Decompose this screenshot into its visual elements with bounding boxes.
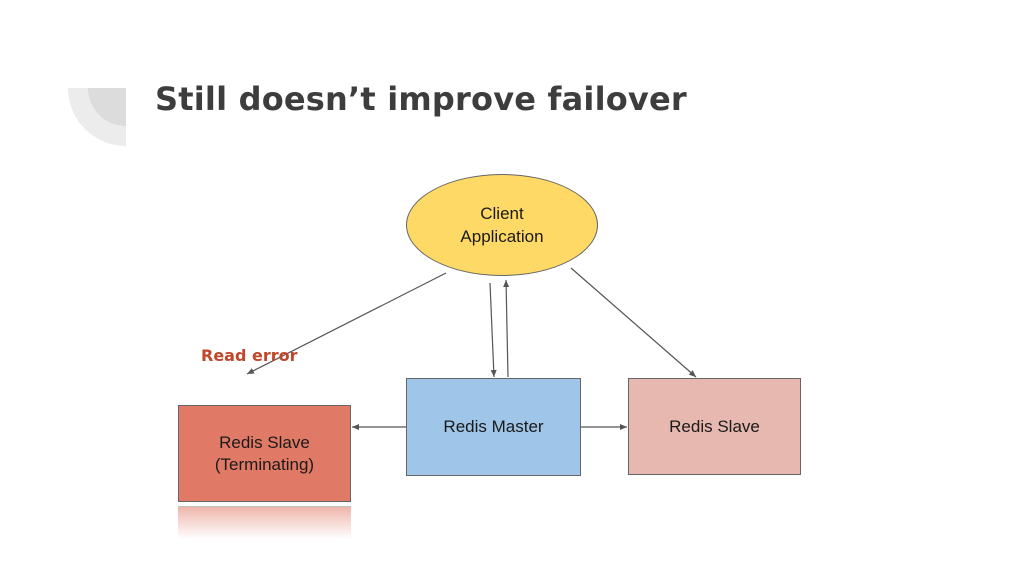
corner-decoration: [68, 88, 126, 146]
client-application-node: Client Application: [406, 174, 598, 276]
redis-slave-node: Redis Slave: [628, 378, 801, 475]
redis-master-node: Redis Master: [406, 378, 581, 476]
arrow-client-to-master: [489, 282, 497, 378]
slide-title: Still doesn’t improve failover: [155, 80, 687, 118]
arrow-client-to-slave-terminating: [246, 272, 447, 375]
arrow-client-to-slave: [570, 267, 697, 378]
terminating-node-reflection: [178, 506, 351, 539]
redis-slave-terminating-node: Redis Slave (Terminating): [178, 405, 351, 502]
arrow-master-to-client: [503, 279, 510, 378]
read-error-label: Read error: [201, 346, 298, 365]
